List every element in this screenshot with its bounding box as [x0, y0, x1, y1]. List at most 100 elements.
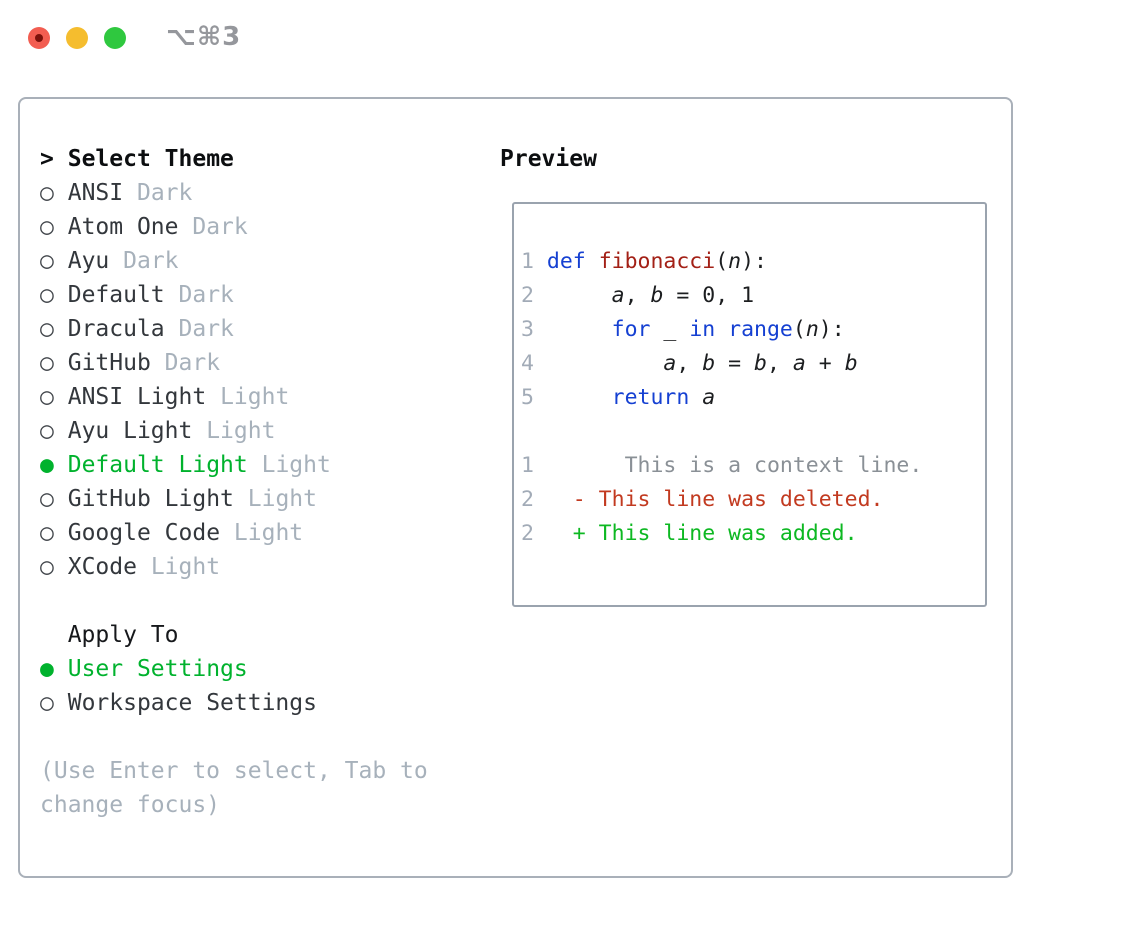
token-pl: ):	[818, 317, 845, 342]
spacer	[54, 316, 68, 342]
theme-name: Default Light	[67, 452, 248, 478]
spacer	[137, 554, 151, 580]
token-add: + This line was added.	[572, 521, 858, 546]
theme-name: Ayu	[67, 248, 110, 274]
theme-item-ansi[interactable]: ○ ANSI Dark	[40, 176, 428, 210]
theme-name: Ayu Light	[67, 418, 193, 444]
theme-item-xcode[interactable]: ○ XCode Light	[40, 550, 428, 584]
code-line: 5 return a	[521, 381, 981, 415]
token-ln: 2	[521, 283, 534, 308]
minimize-button[interactable]	[66, 27, 88, 49]
token-var: b	[650, 283, 664, 308]
window-title: ⌥⌘3	[166, 22, 242, 52]
token-var: a	[702, 385, 716, 410]
token-kw: def	[546, 249, 586, 274]
theme-name: Google Code	[67, 520, 221, 546]
theme-variant: Light	[261, 452, 331, 478]
spacer	[54, 418, 68, 444]
theme-name: XCode	[67, 554, 137, 580]
token-var: b	[844, 351, 858, 376]
spacer	[54, 180, 68, 206]
token-pl: =	[715, 351, 755, 376]
spacer	[151, 350, 165, 376]
token-var: a	[663, 351, 677, 376]
token-ln: 5	[521, 385, 534, 410]
token-pl	[534, 317, 612, 342]
theme-name: ANSI	[67, 180, 124, 206]
radio-open-icon: ○	[40, 520, 54, 546]
apply-to-header: Apply To	[67, 622, 179, 648]
theme-item-github-light[interactable]: ○ GitHub Light Light	[40, 482, 428, 516]
help-text: (Use Enter to select, Tab to change focus…	[40, 754, 428, 822]
token-var: n	[728, 249, 742, 274]
theme-item-ayu-light[interactable]: ○ Ayu Light Light	[40, 414, 428, 448]
theme-variant: Dark	[178, 316, 234, 342]
close-button-dot	[35, 34, 43, 42]
title-bar: ⌥⌘3	[0, 0, 1140, 97]
theme-name: Dracula	[67, 316, 165, 342]
token-var: n	[805, 317, 819, 342]
theme-item-ayu[interactable]: ○ Ayu Dark	[40, 244, 428, 278]
token-pl	[534, 453, 625, 478]
code-line: 3 for _ in range(n):	[521, 313, 981, 347]
theme-name: Atom One	[67, 214, 179, 240]
token-pl	[715, 317, 728, 342]
help-line: (Use Enter to select, Tab to	[40, 758, 428, 784]
token-var: b	[702, 351, 716, 376]
radio-open-icon: ○	[40, 554, 54, 580]
spacer	[165, 316, 179, 342]
spacer	[206, 384, 220, 410]
apply-to-list: ● User Settings○ Workspace Settings	[40, 652, 428, 720]
token-kw: in	[689, 317, 716, 342]
theme-item-ansi-light[interactable]: ○ ANSI Light Light	[40, 380, 428, 414]
apply-option-label: User Settings	[67, 656, 248, 682]
token-var: a	[792, 351, 806, 376]
apply-option-user-settings[interactable]: ● User Settings	[40, 652, 428, 686]
diff-added-line: 2 + This line was added.	[521, 517, 981, 551]
close-button[interactable]	[28, 27, 50, 49]
theme-variant: Dark	[136, 180, 193, 206]
spacer	[234, 486, 248, 512]
spacer	[192, 418, 206, 444]
select-theme-header: > Select Theme	[40, 142, 428, 176]
code-line: 2 a, b = 0, 1	[521, 279, 981, 313]
token-kw: range	[728, 317, 793, 342]
token-var: b	[754, 351, 767, 376]
theme-variant: Light	[233, 520, 304, 546]
select-theme-header-label: Select Theme	[67, 146, 234, 172]
token-ln: 4	[521, 351, 534, 376]
radio-open-icon: ○	[40, 316, 54, 342]
theme-item-default-light[interactable]: ● Default Light Light	[40, 448, 428, 482]
theme-item-dracula[interactable]: ○ Dracula Dark	[40, 312, 428, 346]
token-pl: = 0, 1	[663, 283, 755, 308]
code-line: 4 a, b = b, a + b	[521, 347, 981, 381]
token-ln: 2	[521, 521, 534, 546]
spacer	[54, 350, 68, 376]
prompt-caret-icon: >	[40, 146, 54, 172]
token-pl	[534, 385, 612, 410]
theme-item-google-code[interactable]: ○ Google Code Light	[40, 516, 428, 550]
theme-item-default[interactable]: ○ Default Dark	[40, 278, 428, 312]
spacer	[54, 690, 68, 716]
token-pl: ,	[676, 351, 703, 376]
token-pl: +	[805, 351, 845, 376]
token-kw: for	[611, 317, 651, 342]
spacer	[248, 452, 262, 478]
theme-item-atom-one[interactable]: ○ Atom One Dark	[40, 210, 428, 244]
theme-item-github[interactable]: ○ GitHub Dark	[40, 346, 428, 380]
diff-deleted-line: 2 - This line was deleted.	[521, 483, 981, 517]
help-line: change focus)	[40, 792, 221, 818]
token-ln: 2	[521, 487, 534, 512]
zoom-button[interactable]	[104, 27, 126, 49]
token-pl: ):	[741, 249, 767, 274]
radio-open-icon: ○	[40, 486, 54, 512]
token-pl	[534, 521, 573, 546]
theme-name: GitHub	[67, 350, 151, 376]
apply-option-workspace-settings[interactable]: ○ Workspace Settings	[40, 686, 428, 720]
spacer	[123, 180, 137, 206]
theme-name: GitHub Light	[67, 486, 234, 512]
spacer	[54, 248, 68, 274]
